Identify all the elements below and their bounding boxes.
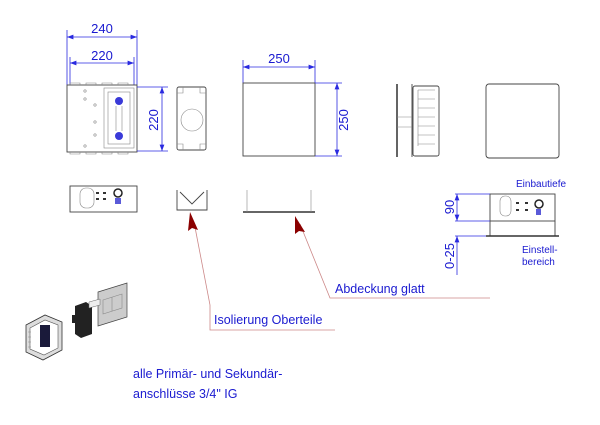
- dimension-cover-width: 250: [242, 51, 316, 83]
- dimension-box-inner-width: 220: [69, 48, 135, 85]
- label-insulation: Isolierung Oberteile: [214, 313, 322, 327]
- note-line-1: alle Primär- und Sekundär-: [133, 367, 282, 381]
- dimension-label: 0-25: [442, 243, 457, 269]
- dimension-cover-height: 250: [315, 82, 351, 157]
- dimension-adjust-range: 0-25: [442, 236, 460, 275]
- cover-front-view: [242, 82, 316, 157]
- label-cover: Abdeckung glatt: [335, 282, 425, 296]
- note-line-2: anschlüsse 3/4" IG: [133, 387, 238, 401]
- dimension-label: 90: [442, 200, 457, 214]
- insulation-front-view: [176, 86, 207, 151]
- dimension-label: 240: [91, 21, 113, 36]
- label-adjust-range-2: bereich: [522, 257, 555, 268]
- insulation-top-view: [176, 190, 208, 211]
- leader-cover: [295, 216, 490, 299]
- label-install-depth: Einbautiefe: [516, 179, 566, 190]
- box-front-view: [66, 82, 138, 155]
- dimension-label: 250: [268, 51, 290, 66]
- leader-insulation: [188, 212, 335, 331]
- dimension-box-height: 220: [137, 86, 168, 152]
- dimension-label: 220: [146, 109, 161, 131]
- dimension-install-depth: 90: [442, 193, 490, 237]
- cover-rear-view: [485, 83, 560, 159]
- isometric-exploded-view: [25, 282, 128, 361]
- dimension-label: 220: [91, 48, 113, 63]
- installed-side-view: [486, 193, 559, 237]
- label-adjust-range-1: Einstell-: [522, 245, 558, 256]
- dimension-box-outer-width: 240: [66, 21, 138, 85]
- box-top-view: [69, 185, 138, 213]
- dimension-label: 250: [336, 109, 351, 131]
- assembly-side-view: [396, 84, 440, 157]
- cover-side-view: [243, 190, 315, 213]
